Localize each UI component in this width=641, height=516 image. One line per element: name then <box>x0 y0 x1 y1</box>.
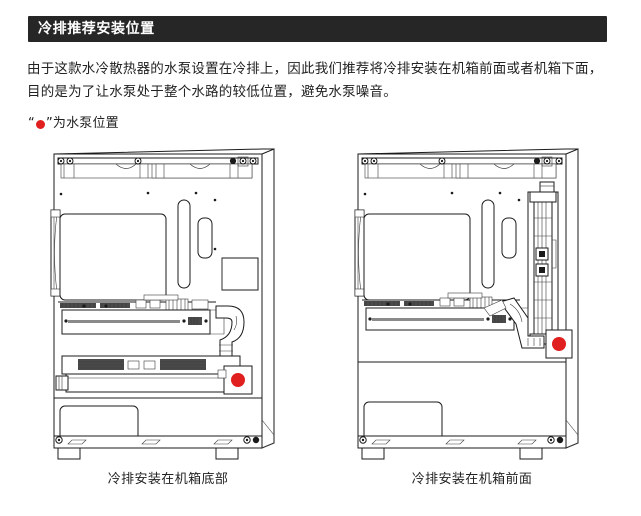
psu-shroud-panel <box>221 257 259 291</box>
figure-radiator-front: 冷排安装在机箱前面 <box>352 140 592 487</box>
pump-note-open-quote: “ <box>28 116 35 131</box>
motherboard-io-strip <box>362 292 520 309</box>
radiator-front-mounted <box>527 191 559 345</box>
motherboard-io-strip <box>58 294 216 311</box>
gpu-expansion-card <box>61 304 225 335</box>
case-diagram-bottom <box>50 148 275 460</box>
cable-routing-slots <box>481 199 517 289</box>
pump-marker-right <box>552 337 566 351</box>
pump-legend-note: “ ”为水泵位置 <box>28 115 119 133</box>
figure-caption-front: 冷排安装在机箱前面 <box>411 472 533 487</box>
gpu-expansion-card <box>365 302 529 331</box>
body-paragraph: 由于这款水冷散热器的水泵设置在冷排上，因此我们推荐将冷排安装在机箱前面或者机箱下… <box>27 58 615 104</box>
figure-radiator-bottom: 冷排安装在机箱底部 <box>48 140 288 487</box>
case-top-vent <box>361 156 563 179</box>
pump-housing <box>545 329 573 359</box>
case-diagram-front <box>354 148 579 460</box>
case-bottom-feet <box>357 435 567 460</box>
figure-caption-bottom: 冷排安装在机箱底部 <box>107 472 229 487</box>
cable-routing-slots <box>177 199 213 289</box>
body-paragraph-text: 由于这款水冷散热器的水泵设置在冷排上，因此我们推荐将冷排安装在机箱前面或者机箱下… <box>27 61 603 100</box>
case-rear-bracket <box>50 209 61 297</box>
coolant-tube <box>483 297 545 349</box>
pump-marker-left <box>231 373 245 387</box>
section-header: 冷排推荐安装位置 <box>28 16 607 42</box>
motherboard-tray <box>59 191 217 301</box>
radiator-bottom-mounted <box>55 355 253 395</box>
page-title: 冷排推荐安装位置 <box>38 21 155 37</box>
pump-note-text: ”为水泵位置 <box>45 116 119 131</box>
psu-compartment <box>358 361 566 441</box>
case-rear-bracket <box>354 209 365 297</box>
case-bottom-feet <box>53 435 275 460</box>
pump-marker-icon <box>35 119 45 129</box>
case-top-vent <box>57 156 259 179</box>
